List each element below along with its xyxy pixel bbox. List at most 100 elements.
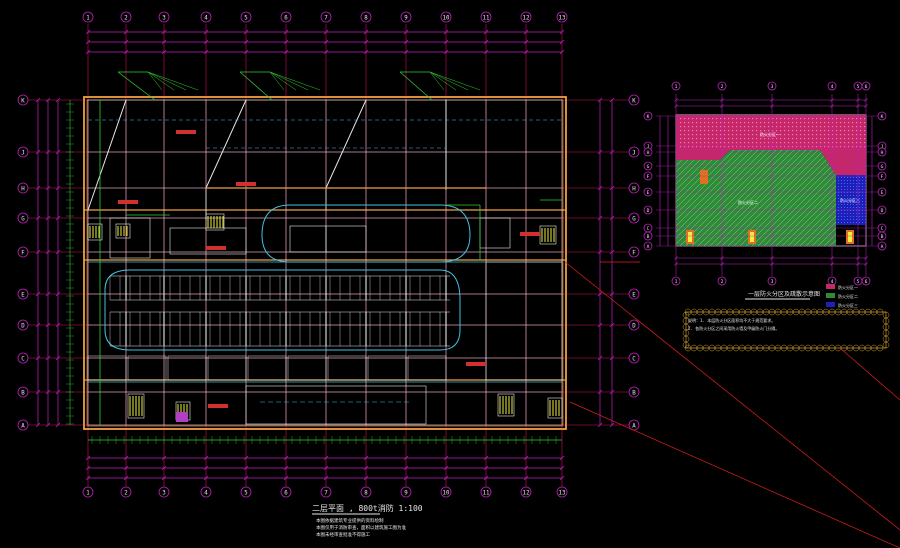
zone-1-dot xyxy=(708,122,710,124)
axis-bubble-top-6-circle xyxy=(280,11,292,23)
key-axis-bubble-left-E-circle xyxy=(643,187,653,197)
key-axis-bubble-bottom-3-circle xyxy=(767,276,777,286)
zone-1-dot xyxy=(848,134,850,136)
roof-diagonal-1 xyxy=(205,99,247,189)
zone-1-dot xyxy=(864,126,866,128)
key-axis-bubble-right-E-circle xyxy=(877,187,887,197)
main-plan-note-2: 本图仅用于消防审查，面积以建筑施工图为准 xyxy=(316,524,406,531)
zone-1-dot xyxy=(764,142,766,144)
dim-tick xyxy=(597,389,603,395)
dim-tick xyxy=(523,29,529,35)
zone-3-dot xyxy=(853,192,854,193)
dim-tick xyxy=(443,475,449,481)
zone-3-dot xyxy=(859,189,860,190)
zone-1-dot xyxy=(756,122,758,124)
annotation-leader-1 xyxy=(239,71,273,101)
dim-tick xyxy=(123,455,129,461)
zone-3-dot xyxy=(850,207,851,208)
key-axis-bubble-right-K-label: K xyxy=(881,114,884,120)
dim-tick xyxy=(363,49,369,55)
zone-1-dot xyxy=(692,122,694,124)
dim-tick xyxy=(283,29,289,35)
zone-3-dot xyxy=(856,189,857,190)
key-axis-bubble-top-3-circle xyxy=(767,81,777,91)
zone-1-dot xyxy=(844,134,846,136)
dim-tick xyxy=(123,29,129,35)
zone-3-dot xyxy=(838,216,839,217)
zone-1-dot xyxy=(692,146,694,148)
key-stair-core-0 xyxy=(688,232,692,242)
zone-2-hatch xyxy=(676,150,836,246)
annotation-fan-1 xyxy=(269,71,297,91)
zone-3-dot xyxy=(844,177,845,178)
zone-1-dot xyxy=(852,134,854,136)
dim-tick xyxy=(55,291,61,297)
zone-3-dot xyxy=(838,177,839,178)
axis-bubble-left-F-circle xyxy=(17,246,29,258)
zone-1-dot xyxy=(692,134,694,136)
zone-1-dot xyxy=(788,142,790,144)
dim-tick xyxy=(597,422,603,428)
zone-1-dot xyxy=(688,146,690,148)
key-axis-bubble-right-K-circle xyxy=(877,111,887,121)
zone-1-dot xyxy=(760,138,762,140)
zone-1-dot xyxy=(756,130,758,132)
zone-1-dot xyxy=(708,126,710,128)
dim-tick xyxy=(161,49,167,55)
key-dim-tick xyxy=(720,98,724,102)
zone-1-dot xyxy=(708,130,710,132)
zone-1-dot xyxy=(784,130,786,132)
zone-1-dot xyxy=(836,142,838,144)
zone-1-dot xyxy=(700,138,702,140)
key-zone-label-2: 防火分区二 xyxy=(738,199,758,205)
dim-tick xyxy=(45,97,51,103)
zone-1-dot xyxy=(780,118,782,120)
axis-bubble-bottom-12-circle xyxy=(520,486,532,498)
zone-1-dot xyxy=(836,130,838,132)
zone-1-dot xyxy=(740,138,742,140)
zone-1-dot xyxy=(820,134,822,136)
axis-bubble-left-A-circle xyxy=(17,419,29,431)
zone-3-dot xyxy=(865,222,866,223)
zone-3-dot xyxy=(859,186,860,187)
zone-1-dot xyxy=(720,146,722,148)
dim-tick xyxy=(85,29,91,35)
zone-1-dot xyxy=(860,118,862,120)
zone-3-dot xyxy=(850,216,851,217)
dim-tick xyxy=(363,39,369,45)
zone-3-dot xyxy=(865,198,866,199)
zone-1-dot xyxy=(848,118,850,120)
zone-1-dot xyxy=(692,142,694,144)
dim-tick xyxy=(609,355,615,361)
zone-2-hatch-line xyxy=(775,150,836,246)
dim-tick xyxy=(597,215,603,221)
zone-1-dot xyxy=(820,126,822,128)
zone-1-dot xyxy=(752,142,754,144)
zone-3-dot xyxy=(838,207,839,208)
zone-1-dot xyxy=(804,122,806,124)
zone-1-dot xyxy=(720,122,722,124)
zone-3-dot xyxy=(865,213,866,214)
room-center-1 xyxy=(289,225,327,253)
key-dim-tick xyxy=(770,98,774,102)
main-plan-title: 二层平面 , 800t消防 1:100 xyxy=(312,503,423,513)
dim-tick xyxy=(483,39,489,45)
axis-bubble-left-B-circle xyxy=(17,386,29,398)
axis-bubble-right-J-label: J xyxy=(632,150,635,156)
key-dim-tick xyxy=(720,104,724,108)
zone-1-dot xyxy=(840,134,842,136)
zone-2-hatch-line xyxy=(697,150,799,246)
zone-1-dot xyxy=(732,142,734,144)
zone-3-dot xyxy=(856,207,857,208)
zone-1-dot xyxy=(832,138,834,140)
key-stair-core-1 xyxy=(750,232,754,242)
zone-3-dot xyxy=(865,207,866,208)
zone-1-dot xyxy=(784,122,786,124)
dim-tick xyxy=(363,455,369,461)
axis-bubble-top-9-circle xyxy=(400,11,412,23)
key-zone-label-1: 防火分区一 xyxy=(760,131,780,137)
zone-1-dot xyxy=(836,126,838,128)
zone-2-hatch-line xyxy=(739,150,836,246)
zone-1-dot xyxy=(736,134,738,136)
